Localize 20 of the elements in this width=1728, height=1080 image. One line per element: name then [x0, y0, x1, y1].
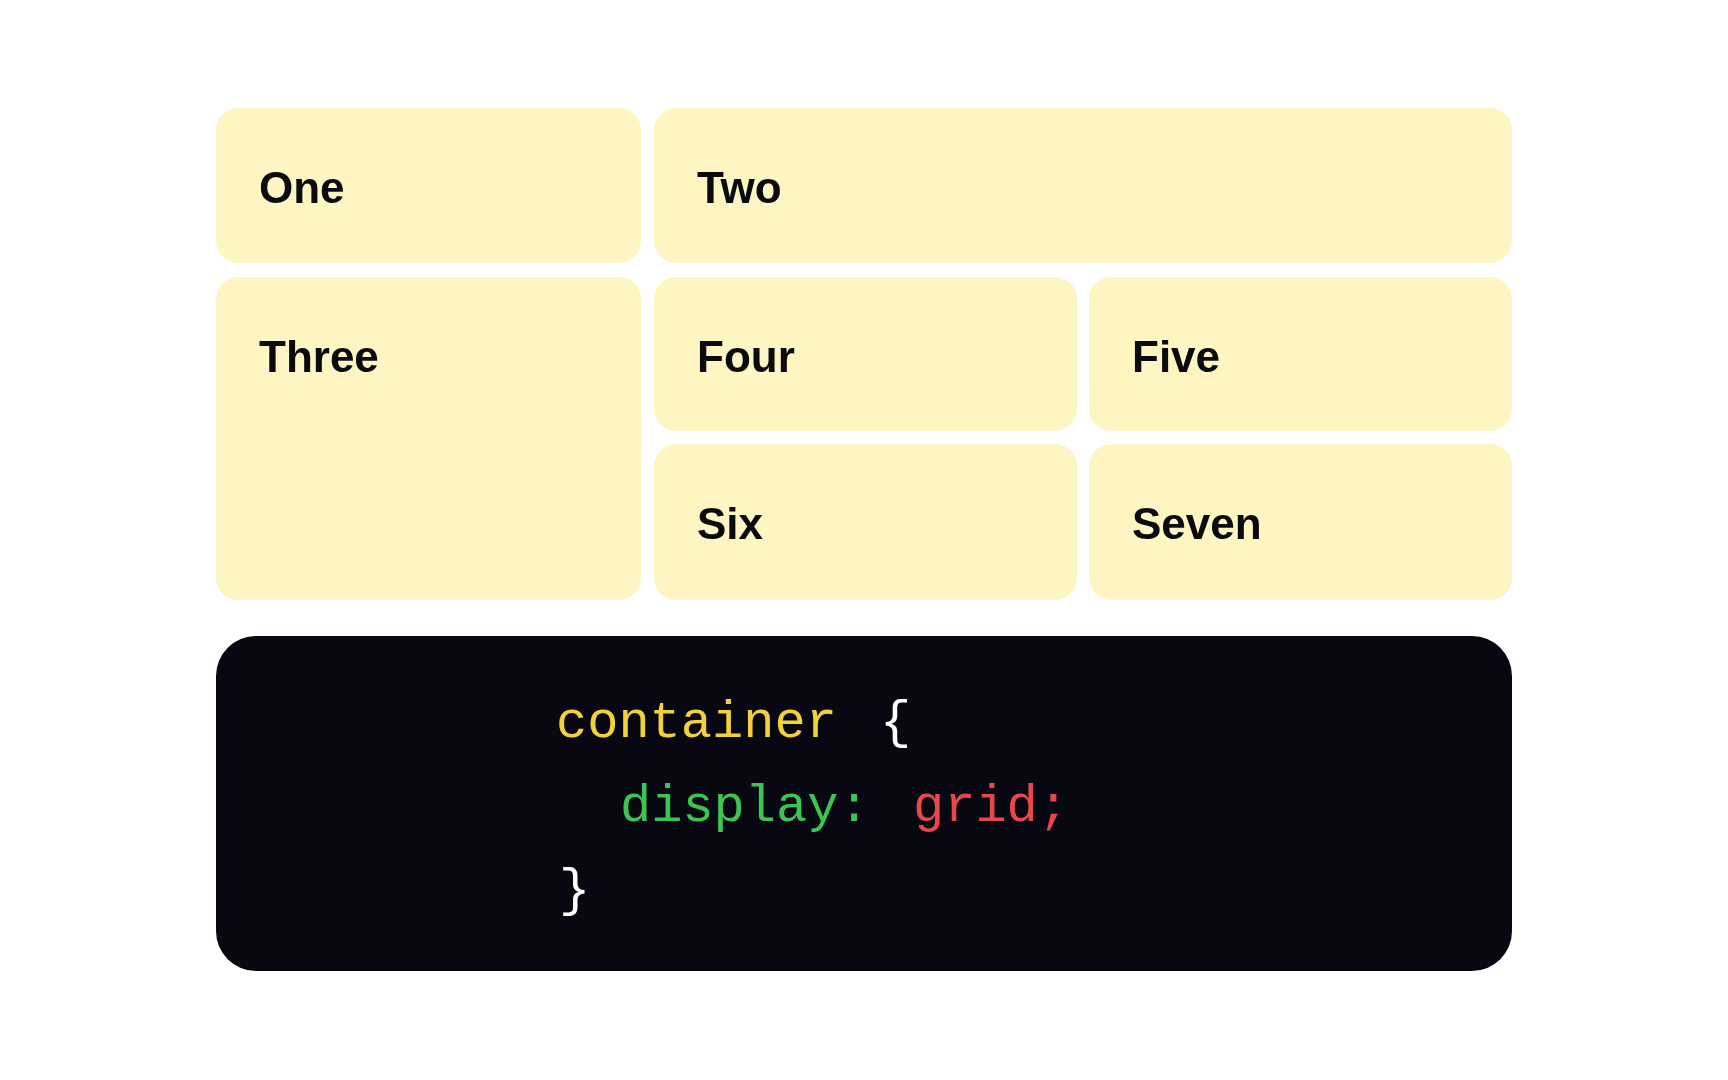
grid-cell: [1089, 277, 1512, 431]
code-token: display:: [620, 782, 870, 834]
grid-cell: [216, 277, 641, 600]
code-token: grid;: [913, 782, 1070, 834]
code-token: }: [559, 866, 591, 918]
code-token: container: [556, 698, 837, 750]
cell-label: Two: [697, 166, 782, 210]
cell-label: Five: [1132, 335, 1221, 379]
cell-label: Seven: [1132, 502, 1262, 546]
grid-cell: [1089, 444, 1512, 600]
code-token: {: [880, 698, 912, 750]
cell-label: Four: [697, 335, 795, 379]
grid-cell: [654, 277, 1077, 431]
cell-label: Six: [697, 502, 764, 546]
code-panel: [216, 636, 1512, 971]
cell-label: Three: [259, 335, 379, 379]
cell-label: One: [259, 166, 345, 210]
grid-cell: [216, 108, 641, 263]
grid-cell: [654, 444, 1077, 600]
grid-cell: [654, 108, 1512, 263]
